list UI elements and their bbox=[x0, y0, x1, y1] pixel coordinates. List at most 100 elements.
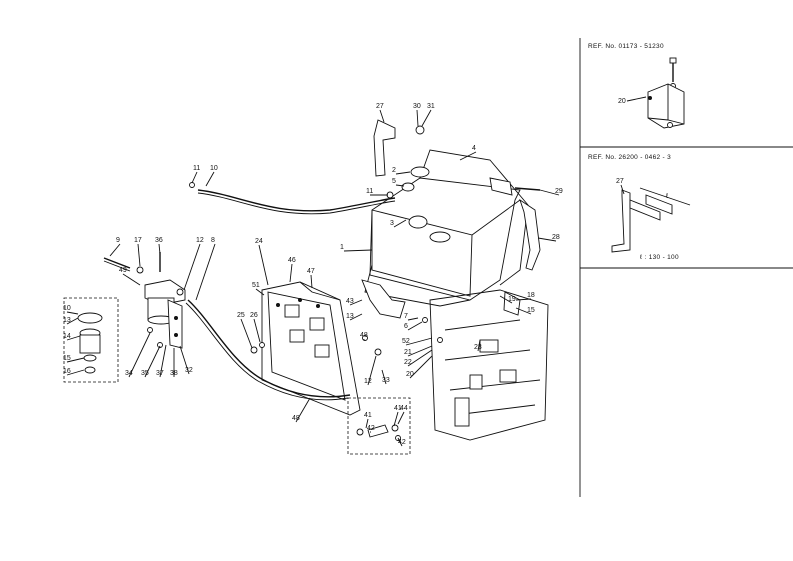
leader-line bbox=[289, 263, 293, 283]
part-label: 43 bbox=[346, 298, 354, 305]
leader-line bbox=[407, 345, 433, 357]
leader-line bbox=[349, 313, 363, 321]
leader-line bbox=[421, 109, 432, 127]
leader-line bbox=[459, 151, 477, 161]
fitting-12b-drawing bbox=[374, 348, 382, 356]
part-label: 23 bbox=[474, 344, 482, 351]
leader-line bbox=[159, 344, 167, 378]
bolt-25-drawing bbox=[250, 346, 258, 354]
leader-line bbox=[144, 345, 161, 378]
part-label: 49 bbox=[119, 267, 127, 274]
leader-line bbox=[397, 411, 405, 425]
leader-line bbox=[379, 109, 385, 123]
ref-box-2-label-l: ℓ bbox=[665, 193, 669, 200]
leader-line bbox=[253, 318, 261, 343]
leader-line bbox=[381, 369, 387, 385]
leader-line bbox=[343, 249, 373, 252]
leader-line bbox=[499, 295, 513, 304]
part-label: 44 bbox=[400, 405, 408, 412]
part-label: 12 bbox=[364, 378, 372, 385]
part-label: 17 bbox=[134, 237, 142, 244]
part-label: 15 bbox=[63, 355, 71, 362]
leader-line bbox=[539, 189, 560, 196]
part-label: 27 bbox=[376, 103, 384, 110]
part-label: 22 bbox=[404, 359, 412, 366]
part-label: 52 bbox=[402, 338, 410, 345]
leader-line bbox=[405, 337, 433, 346]
leader-line bbox=[258, 244, 269, 286]
leader-line bbox=[240, 318, 253, 349]
leader-line bbox=[66, 369, 85, 376]
part-label: 29 bbox=[555, 188, 563, 195]
part-label: 7 bbox=[404, 313, 408, 320]
part-label: 51 bbox=[252, 282, 260, 289]
bolt-34-drawing bbox=[147, 327, 153, 333]
leader-lines bbox=[66, 109, 560, 447]
fittings-exploded-parts bbox=[356, 424, 401, 441]
leader-line bbox=[395, 184, 405, 187]
leader-line bbox=[205, 171, 215, 187]
clamp-12-drawing bbox=[176, 288, 184, 296]
part-label: 48 bbox=[360, 332, 368, 339]
part-label: 14 bbox=[63, 333, 71, 340]
leader-line bbox=[393, 219, 407, 228]
part-label: 5 bbox=[392, 178, 396, 185]
leader-line bbox=[515, 298, 532, 301]
fittings-exploded-box bbox=[347, 397, 411, 455]
fitting-17-drawing bbox=[136, 266, 144, 274]
part-label: 41 bbox=[394, 405, 402, 412]
part-label: 16 bbox=[63, 368, 71, 375]
fuel-filter-drawing bbox=[144, 279, 186, 349]
part-label: 46 bbox=[288, 257, 296, 264]
bolt-52-drawing bbox=[437, 337, 443, 343]
leader-line bbox=[407, 317, 419, 321]
leader-line bbox=[66, 317, 79, 325]
part-label: 42 bbox=[398, 439, 406, 446]
tank-strap-drawing bbox=[373, 119, 396, 177]
leader-line bbox=[183, 243, 201, 291]
part-label: 36 bbox=[155, 237, 163, 244]
leader-line bbox=[395, 171, 411, 175]
tank-strap-right-drawing bbox=[519, 198, 541, 271]
clamp-11-drawing bbox=[189, 182, 195, 188]
part-label: 9 bbox=[116, 237, 120, 244]
leader-line bbox=[367, 355, 377, 386]
part-label: 41 bbox=[364, 412, 372, 419]
part-label: 11 bbox=[193, 165, 200, 172]
filter-exploded-parts bbox=[77, 312, 103, 374]
leader-line bbox=[191, 171, 198, 184]
part-label: 2 bbox=[392, 167, 396, 174]
leader-line bbox=[407, 321, 423, 331]
leader-line bbox=[137, 243, 141, 267]
part-label: 21 bbox=[404, 349, 412, 356]
leader-line bbox=[295, 397, 311, 423]
leader-line bbox=[122, 273, 141, 286]
part-label: 6 bbox=[404, 323, 408, 330]
part-label: 28 bbox=[552, 234, 560, 241]
leader-line bbox=[66, 335, 81, 341]
leader-line bbox=[158, 243, 161, 255]
part-label: 8 bbox=[211, 237, 215, 244]
mounting-panel-drawing bbox=[261, 281, 361, 416]
leader-line bbox=[407, 349, 433, 367]
part-label: 48 bbox=[292, 415, 300, 422]
leader-line bbox=[66, 311, 79, 315]
leader-line bbox=[365, 418, 369, 429]
part-label: 31 bbox=[427, 103, 435, 110]
washer-35-drawing bbox=[157, 342, 163, 348]
leader-line bbox=[409, 355, 433, 379]
part-label: 42 bbox=[367, 425, 375, 432]
part-label: 4 bbox=[472, 145, 476, 152]
fuel-hose-8-drawing bbox=[187, 299, 351, 398]
engine-block-drawing bbox=[429, 289, 549, 441]
fuel-tank-drawing bbox=[364, 149, 529, 307]
part-label: 3 bbox=[390, 220, 394, 227]
leader-line bbox=[195, 243, 216, 301]
ref-box-2-bracket-drawing bbox=[611, 187, 691, 253]
hose-9-drawing bbox=[103, 257, 131, 269]
part-label: 13 bbox=[63, 317, 71, 324]
part-label: 33 bbox=[382, 377, 390, 384]
ref-box-2-label-27: 27 bbox=[616, 178, 624, 185]
tank-bracket-drawing bbox=[361, 279, 406, 319]
